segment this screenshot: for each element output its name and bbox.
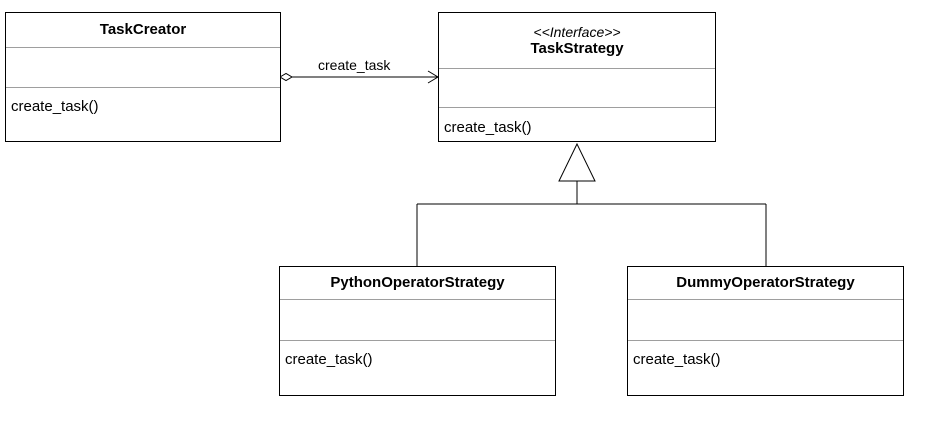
class-name: TaskCreator <box>99 21 187 38</box>
methods-divider <box>439 107 715 108</box>
aggregation-diamond-icon <box>279 72 293 82</box>
attributes-divider <box>6 47 280 48</box>
class-task-strategy[interactable]: <<Interface>> TaskStrategy create_task() <box>438 12 716 142</box>
class-name: TaskStrategy <box>530 39 624 57</box>
method-item: create_task() <box>444 119 532 136</box>
stereotype-label: <<Interface>> <box>533 23 621 40</box>
association-label: create_task <box>318 57 391 73</box>
inheritance-triangle-icon <box>558 142 596 182</box>
methods-divider <box>280 340 555 341</box>
class-header: PythonOperatorStrategy <box>280 267 555 299</box>
attributes-divider <box>628 299 903 300</box>
class-name: PythonOperatorStrategy <box>330 274 505 291</box>
attributes-divider <box>439 68 715 69</box>
class-python-operator-strategy[interactable]: PythonOperatorStrategy create_task() <box>279 266 556 396</box>
method-item: create_task() <box>285 351 373 368</box>
class-header: TaskCreator <box>6 13 280 47</box>
methods-divider <box>628 340 903 341</box>
class-header: <<Interface>> TaskStrategy <box>439 13 715 68</box>
class-header: DummyOperatorStrategy <box>628 267 903 299</box>
methods-divider <box>6 87 280 88</box>
method-item: create_task() <box>11 98 99 115</box>
method-item: create_task() <box>633 351 721 368</box>
class-name: DummyOperatorStrategy <box>676 274 855 291</box>
class-dummy-operator-strategy[interactable]: DummyOperatorStrategy create_task() <box>627 266 904 396</box>
attributes-divider <box>280 299 555 300</box>
class-task-creator[interactable]: TaskCreator create_task() <box>5 12 281 142</box>
